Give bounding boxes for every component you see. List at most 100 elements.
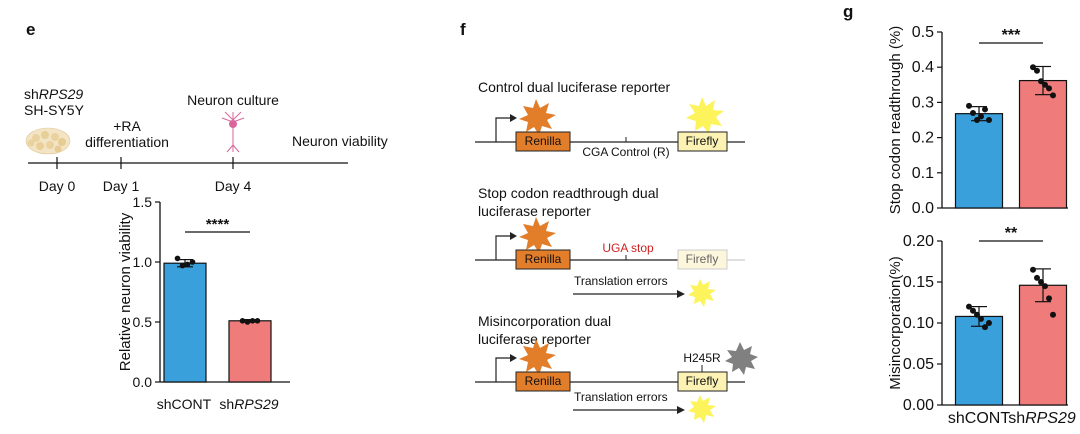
control-reporter [475, 97, 745, 152]
culture-label: Neuron culture [187, 92, 279, 108]
misincorporation-renilla-label: Renilla [524, 374, 562, 388]
control-codon-label: CGA Control (R) [582, 145, 670, 159]
readthrough-title-line2: luciferase reporter [478, 203, 591, 219]
chart-e-ytick-label-1: 0.5 [133, 314, 153, 330]
chart-g2-point-1-3 [1042, 283, 1048, 290]
timeline-graphic [25, 111, 348, 169]
chart-e-ytick-label-2: 1.0 [133, 254, 153, 270]
day-1-label: Day 1 [102, 178, 140, 194]
misincorporation-reporter [475, 339, 758, 423]
chart-g2-point-1-1 [1034, 274, 1040, 281]
chart-g1-ytick-label-4: 0.4 [912, 59, 934, 76]
misincorporation-errors-label: Translation errors [574, 390, 668, 404]
chart-g-xlabel-1: shRPS29 [1008, 410, 1076, 427]
chart-g2-ylabel: Misincorporation(%) [887, 256, 904, 389]
panel-letter-e: e [26, 20, 36, 39]
day-0-label: Day 0 [38, 178, 76, 194]
ra-label-line2: differentiation [85, 134, 169, 150]
chart-e-ylabel: Relative neuron viability [117, 212, 134, 371]
chart-g2-sig-stars: ** [1005, 225, 1018, 242]
chart-g2-point-0-2 [974, 311, 980, 318]
chart-g2-ytick-label-4: 0.20 [903, 233, 934, 250]
chart-g1-point-1-5 [1050, 92, 1056, 99]
chart-e-ytick-label-3: 1.5 [133, 194, 153, 210]
chart-g2-point-1-4 [1046, 295, 1052, 302]
chart-g2-ytick-label-3: 0.15 [903, 274, 934, 291]
chart-g-xlabel-0: shCONT [947, 410, 1011, 427]
chart-g1-point-0-0 [966, 102, 972, 109]
stop-codon-label: UGA stop [602, 241, 654, 255]
chart-g2-bar-1 [1018, 284, 1068, 406]
chart-g1-bar-1 [1018, 79, 1068, 209]
chart-e-point-1-0 [239, 318, 246, 324]
chart-g1-point-0-1 [970, 109, 976, 116]
chart-g2-ytick-label-1: 0.05 [903, 356, 934, 373]
chart-e-xlabel-1: shRPS29 [219, 396, 279, 412]
chart-e-ytick-label-0: 0.0 [133, 374, 153, 390]
neuron-icon [221, 111, 245, 153]
cells-label: shRPS29 [24, 86, 84, 102]
chart-g1-point-1-1 [1034, 67, 1040, 74]
firefly-star-icon [686, 97, 724, 134]
chart-g2-point-0-1 [970, 307, 976, 314]
chart-g2-ytick-label-0: 0.00 [903, 397, 934, 414]
viability-label: Neuron viability [292, 133, 388, 149]
renilla-star-icon [519, 99, 556, 135]
readthrough-title-line1: Stop codon readthrough dual [478, 185, 659, 201]
chart-g2-ytick-label-2: 0.10 [903, 315, 934, 332]
chart-g1-sig-stars: *** [1002, 27, 1021, 44]
chart-g2-point-1-2 [1038, 279, 1044, 285]
chart-g2-point-1-0 [1030, 266, 1036, 273]
chart-g2-bar-0 [954, 315, 1004, 406]
chart-g2-point-0-3 [978, 315, 984, 322]
readthrough-reporter [475, 217, 745, 307]
chart-e-point-0-2 [184, 261, 191, 268]
cell-line-label: SH-SY5Y [24, 102, 84, 118]
control-renilla-label: Renilla [524, 134, 562, 148]
misincorporation-firefly-label: Firefly [685, 374, 719, 388]
readthrough-renilla-label: Renilla [524, 252, 562, 266]
ra-label-line1: +RA [113, 118, 141, 134]
chart-e-point-0-1 [179, 262, 186, 269]
chart-e-point-1-2 [249, 318, 256, 324]
chart-e-point-0-0 [174, 255, 181, 262]
panel-letter-f: f [460, 20, 466, 39]
chart-g1-point-0-3 [978, 113, 984, 120]
day-4-label: Day 4 [214, 178, 252, 194]
chart-g1-point-0-2 [974, 117, 980, 123]
chart-g1-point-1-2 [1038, 78, 1044, 85]
chart-e-point-0-3 [189, 259, 196, 265]
chart-g1-point-0-5 [986, 117, 992, 123]
mutation-label: H245R [683, 351, 721, 365]
misincorporation-title-line1: Misincorporation dual [478, 313, 612, 329]
chart-e-point-1-3 [254, 318, 261, 324]
chart-g1-point-1-0 [1030, 64, 1036, 71]
chart-g1-ytick-label-0: 0.0 [912, 200, 934, 217]
chart-e-sig-stars: **** [206, 216, 230, 233]
chart-g1-point-1-3 [1042, 81, 1048, 88]
control-firefly-label: Firefly [685, 134, 719, 148]
chart-e-bar-1 [228, 320, 272, 383]
chart-g1-ytick-label-1: 0.1 [912, 165, 934, 182]
panel-letter-g: g [843, 2, 854, 21]
chart-g1-ylabel: Stop codon readthrough (%) [887, 26, 904, 214]
misincorporation-title-line2: luciferase reporter [478, 331, 591, 347]
chart-g1-ytick-label-3: 0.3 [912, 94, 934, 111]
cell-cluster-icon [25, 127, 71, 155]
renilla-star-icon [519, 217, 556, 253]
chart-g2-point-0-0 [966, 303, 972, 310]
chart-g1-ytick-label-2: 0.2 [912, 130, 934, 147]
chart-g2-point-0-4 [982, 324, 988, 331]
chart-e-xlabel-0: shCONT [156, 396, 212, 412]
chart-e-point-1-1 [244, 319, 251, 325]
readthrough-errors-label: Translation errors [574, 274, 668, 288]
chart-g1-point-0-4 [982, 106, 988, 113]
readthrough-firefly-label: Firefly [685, 252, 719, 266]
chart-g1-bar-0 [954, 113, 1004, 209]
reporter-diagrams [475, 97, 758, 423]
control-title: Control dual luciferase reporter [478, 79, 671, 95]
chart-g1-point-1-4 [1046, 85, 1052, 92]
